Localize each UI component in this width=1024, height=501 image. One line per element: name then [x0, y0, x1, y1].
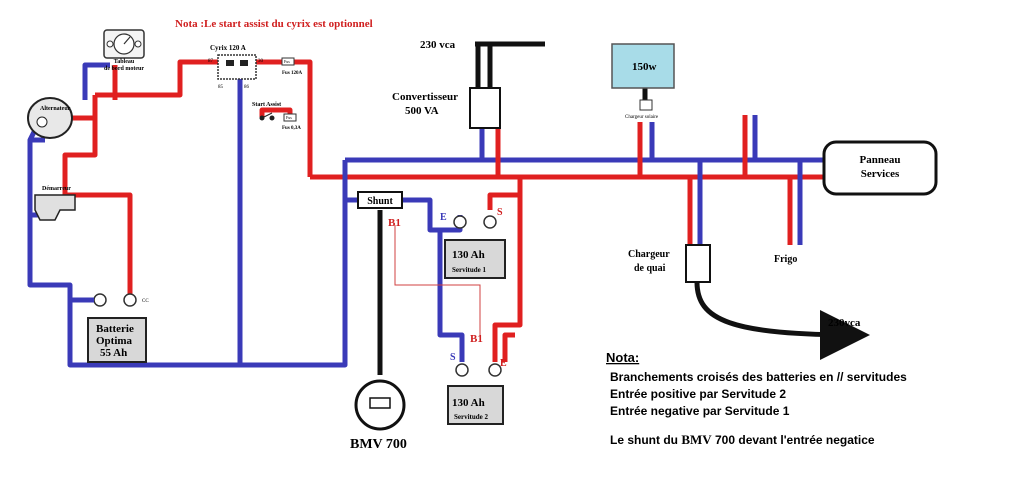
panneau-services-box	[822, 140, 938, 196]
nota-title: Nota:	[606, 350, 639, 365]
alternateur-label: Alternateur	[40, 106, 71, 112]
cyrix-label: Cyrix 120 A	[210, 44, 246, 52]
optima-neg-terminal	[93, 293, 107, 307]
serv1-neg-terminal	[453, 215, 467, 229]
start-assist-label: Start Assist	[252, 102, 281, 108]
frigo-label: Frigo	[774, 254, 797, 265]
panneau-label-1: Panneau	[860, 154, 901, 166]
wire-quai-ac-out	[694, 281, 870, 360]
solar-charger-icon	[639, 99, 653, 111]
alternateur-icon	[27, 97, 73, 139]
convertisseur-label-2: 500 VA	[405, 105, 439, 117]
fuse-03-tag: Fus	[286, 115, 292, 120]
b1-top-label: B1	[388, 217, 401, 229]
fuse-120-icon	[281, 57, 295, 66]
wire-dash-blue	[82, 62, 110, 100]
nota-line-4-c: 700 devant l'entrée negatice	[712, 433, 875, 447]
wire-serv-neg	[437, 230, 465, 362]
tableau-label-1: Tableau	[114, 59, 135, 65]
cyrix-pin-30: 30	[258, 59, 264, 64]
convertisseur-box	[469, 87, 501, 129]
serv2-neg-terminal	[455, 363, 469, 377]
fuse-03-icon	[283, 113, 297, 122]
solar-panel-icon	[611, 43, 675, 89]
optima-label-3: 55 Ah	[100, 347, 127, 359]
ac-230-top-label: 230 vca	[420, 39, 456, 51]
nota-line-4: Le shunt du BMV 700 devant l'entrée nega…	[610, 432, 875, 447]
note-start-assist: Nota :Le start assist du cyrix est optio…	[175, 18, 373, 30]
fuse-120-tag: Fus	[284, 59, 290, 64]
bmv-label: BMV 700	[350, 437, 407, 452]
nota-line-4-a: Le shunt du	[610, 433, 681, 447]
servitude1-battery	[444, 239, 506, 279]
demarreur-icon	[34, 194, 76, 221]
servitude2-cap: 130 Ah	[452, 397, 485, 409]
cyrix-pin-85: 85	[218, 85, 224, 90]
b1-mid-label: B1	[470, 333, 483, 345]
cc-right-label: CC	[142, 299, 149, 304]
fuse-03-label: Fus 0,3A	[282, 126, 301, 131]
serv1-pos-terminal	[483, 215, 497, 229]
cyrix-relay	[217, 54, 257, 80]
tableau-label-2: de bord moteur	[104, 66, 144, 72]
fuse-120-label: Fus 120A	[282, 71, 303, 76]
nota-line-2: Entrée positive par Servitude 2	[610, 387, 786, 401]
cyrix-pin-87: 87	[208, 59, 214, 64]
solar-label: 150w	[632, 61, 657, 73]
wire-alt-to-battery	[62, 118, 133, 295]
serv2-pos-terminal	[488, 363, 502, 377]
chargeur-quai-box	[685, 244, 711, 283]
s-bottom-label: S	[450, 352, 456, 363]
wire-cyrix-to-bus	[250, 59, 313, 177]
e-bottom-label: E	[500, 358, 507, 369]
servitude2-name: Servitude 2	[454, 413, 489, 421]
panneau-label-2: Services	[861, 168, 900, 180]
servitude1-cap: 130 Ah	[452, 249, 485, 261]
wire-engine-ground	[27, 118, 348, 368]
quai-label-1: Chargeur	[628, 249, 670, 260]
nota-line-3: Entrée negative par Servitude 1	[610, 404, 790, 418]
nota-line-4-b: BMV	[681, 432, 712, 447]
wire-serv1-pos	[487, 192, 523, 362]
cyrix-pin-86: 86	[244, 85, 250, 90]
bmv-display-icon	[369, 397, 391, 409]
s-top-label: S	[497, 207, 503, 218]
nota-line-1: Branchements croisés des batteries en //…	[610, 370, 907, 384]
e-top-label: E	[440, 212, 447, 223]
quai-label-2: de quai	[634, 263, 666, 274]
wire-shunt-to-serv1	[400, 197, 463, 233]
convertisseur-label-1: Convertisseur	[392, 91, 458, 103]
demarreur-label: Démarreur	[42, 186, 71, 192]
start-assist-switch	[259, 112, 275, 121]
optima-label-2: Optima	[96, 335, 133, 347]
ac-230-right-label: 230vca	[828, 317, 861, 329]
wire-b1-sense	[394, 225, 481, 340]
optima-pos-terminal	[123, 293, 137, 307]
shunt-label: Shunt	[367, 196, 393, 207]
servitude2-battery	[447, 385, 504, 425]
servitude1-name: Servitude 1	[452, 266, 487, 274]
shunt-box	[357, 191, 403, 209]
solar-charger-label: Chargeur solaire	[625, 115, 659, 120]
batterie-optima	[87, 317, 147, 363]
optima-label-1: Batterie	[96, 323, 134, 335]
tableau-de-bord	[103, 29, 145, 59]
wire-serv2-pos	[502, 332, 515, 362]
wire-cyrix-to-alternator	[95, 59, 218, 98]
